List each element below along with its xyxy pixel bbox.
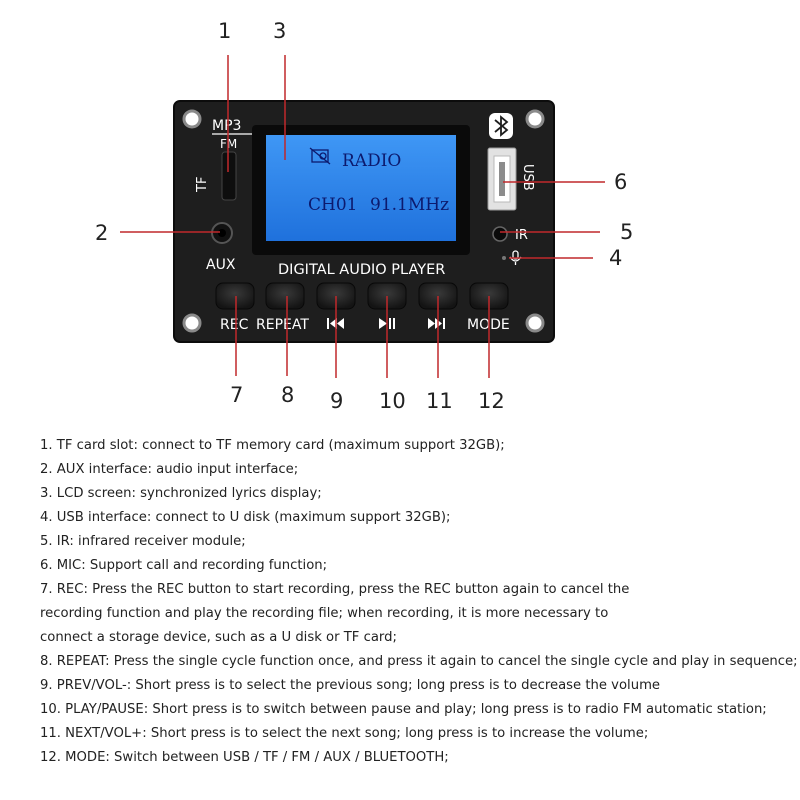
rec-button[interactable]	[215, 282, 255, 310]
mp3-label: MP3	[212, 118, 241, 134]
description-item-5: 5. IR: infrared receiver module;	[40, 534, 246, 549]
repeat-label: REPEAT	[256, 317, 309, 333]
repeat-button[interactable]	[265, 282, 305, 310]
mic-hole	[502, 256, 506, 260]
callout-7: 7	[230, 383, 243, 407]
callout-6: 6	[614, 170, 627, 194]
ir-receiver	[492, 226, 508, 242]
callout-12: 12	[478, 389, 505, 413]
description-item-8: 8. REPEAT: Press the single cycle functi…	[40, 654, 798, 669]
play-pause-icon	[379, 318, 395, 329]
callout-4: 4	[609, 246, 622, 270]
callout-11: 11	[426, 389, 453, 413]
description-item-2: 2. AUX interface: audio input interface;	[40, 462, 299, 477]
lcd-screen	[266, 135, 456, 241]
usb-label: USB	[520, 164, 535, 191]
leader-lines	[120, 55, 605, 378]
description-item-10: 10. PLAY/PAUSE: Short press is to switch…	[40, 702, 767, 717]
lcd-mode-text: RADIO	[342, 151, 401, 171]
module-diagram: MP3 FM TF AUX RADIO CH01 91.1MHz USB IR …	[95, 19, 633, 413]
lcd-channel-text: CH01	[308, 195, 357, 215]
callout-5: 5	[620, 220, 633, 244]
rec-label: REC	[220, 317, 249, 333]
tf-label: TF	[195, 177, 210, 193]
callout-10: 10	[379, 389, 406, 413]
description-item-11: 11. NEXT/VOL+: Short press is to select …	[40, 726, 649, 741]
aux-label: AUX	[206, 257, 236, 273]
tf-card-slot[interactable]	[221, 151, 237, 201]
description-item-6: 6. MIC: Support call and recording funct…	[40, 558, 328, 573]
callout-9: 9	[330, 389, 343, 413]
feature-description-list: 1. TF card slot: connect to TF memory ca…	[40, 434, 798, 770]
description-item-3: 3. LCD screen: synchronized lyrics displ…	[40, 486, 322, 501]
description-item-4: 4. USB interface: connect to U disk (max…	[40, 510, 451, 525]
description-item-1: 1. TF card slot: connect to TF memory ca…	[40, 438, 505, 453]
mounting-holes	[182, 109, 545, 333]
description-item-12: 12. MODE: Switch between USB / TF / FM /…	[40, 750, 449, 765]
radio-icon	[309, 147, 331, 165]
callout-3: 3	[273, 19, 286, 43]
callout-1: 1	[218, 19, 231, 43]
player-title: DIGITAL AUDIO PLAYER	[278, 262, 445, 278]
lcd-frequency-text: 91.1MHz	[370, 195, 449, 215]
ir-label: IR	[515, 228, 528, 243]
description-item-7: 7. REC: Press the REC button to start re…	[40, 582, 630, 645]
callout-2: 2	[95, 221, 108, 245]
bluetooth-icon	[494, 115, 509, 137]
description-item-9: 9. PREV/VOL-: Short press is to select t…	[40, 678, 661, 693]
callout-8: 8	[281, 383, 294, 407]
